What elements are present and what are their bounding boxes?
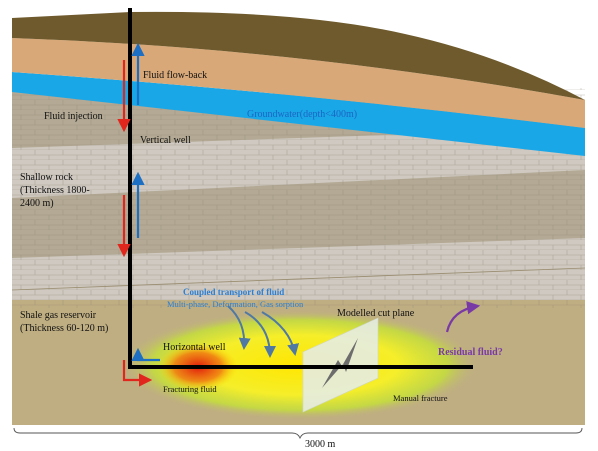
residual-fluid-label: Residual fluid? — [438, 347, 503, 358]
scale-label: 3000 m — [305, 439, 336, 450]
flowback-arrow-horizontal — [131, 347, 160, 362]
cut-plane-label: Modelled cut plane — [337, 308, 415, 319]
topsoil-layer — [12, 11, 585, 101]
fracturing-fluid-label: Fracturing fluid — [163, 384, 217, 394]
coupled-arrow-2 — [244, 311, 276, 358]
groundwater-label: Groundwater(depth<400m) — [247, 109, 357, 120]
injection-arrow-horizontal — [122, 360, 153, 387]
reservoir-thickness-label: (Thickness 60-120 m) — [20, 323, 108, 334]
fluid-injection-label: Fluid injection — [44, 111, 103, 122]
residual-fluid-arrow — [445, 301, 481, 333]
scale-bar — [13, 427, 583, 440]
fracture-crack — [322, 338, 358, 388]
coupled-transport-title: Coupled transport of fluid — [183, 287, 284, 297]
coupled-arrow-3 — [261, 311, 299, 356]
shallow-rock-label: Shallow rock — [20, 172, 73, 183]
sand-layer — [12, 38, 585, 128]
shallow-rock-thickness-label-2: 2400 m) — [20, 198, 54, 209]
fluid-flowback-label: Fluid flow-back — [143, 70, 207, 81]
manual-fracture-label: Manual fracture — [393, 393, 448, 403]
shallow-rock-thickness-label: (Thickness 1800- — [20, 185, 90, 196]
groundwater-layer — [12, 72, 585, 156]
coupled-arrow-1 — [227, 305, 251, 350]
vertical-well-label: Vertical well — [140, 135, 191, 146]
horizontal-well-label: Horizontal well — [163, 342, 226, 353]
coupled-transport-subtitle: Multi-phase, Deformation, Gas sorption — [167, 299, 304, 309]
reservoir-label: Shale gas reservoir — [20, 310, 97, 321]
coupled-transport-arrows — [227, 305, 299, 358]
